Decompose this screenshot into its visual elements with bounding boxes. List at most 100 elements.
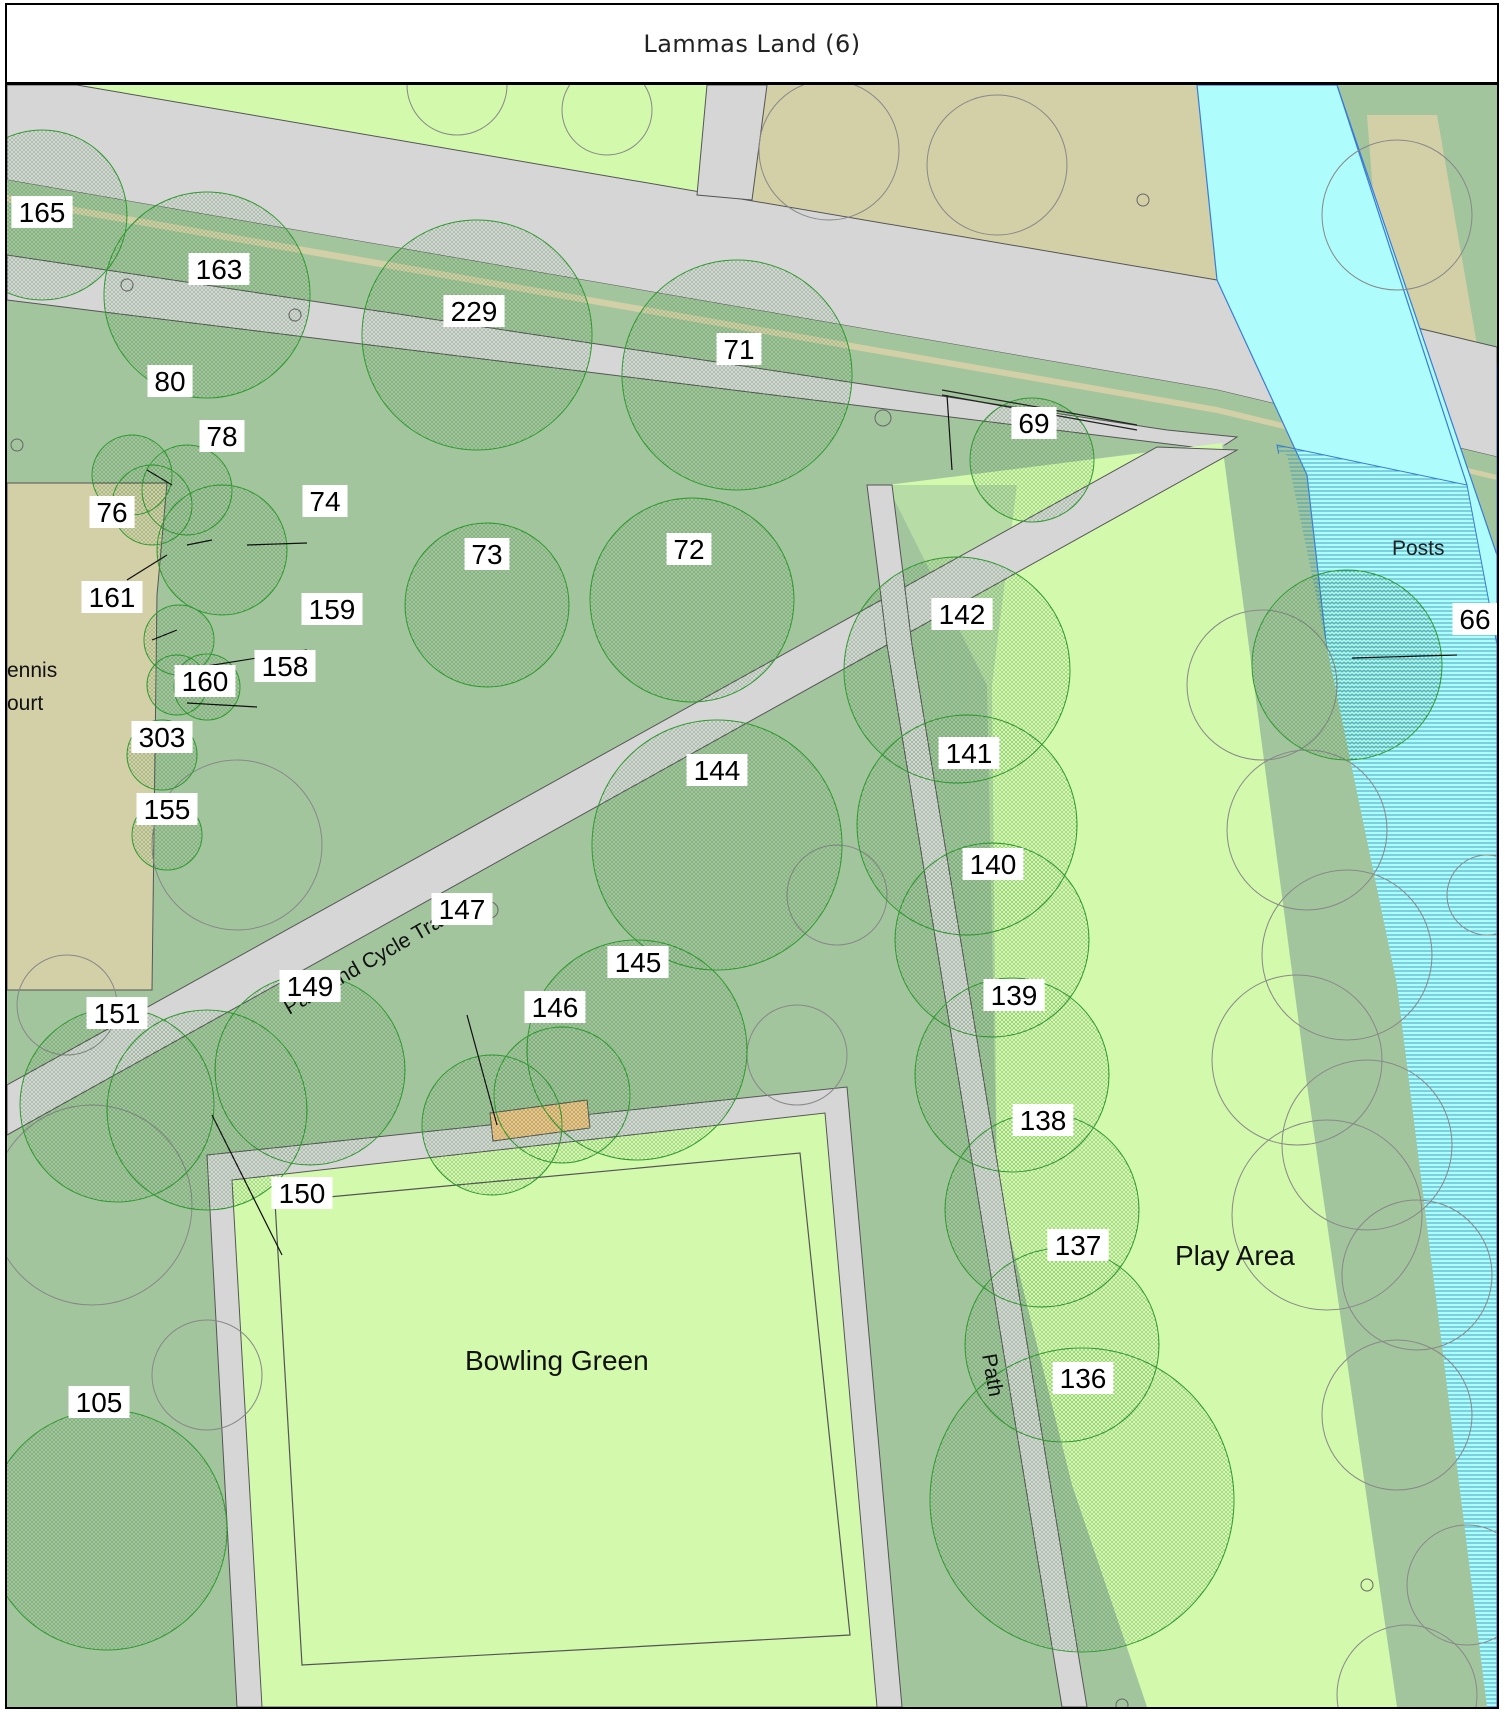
tree-number: 72 xyxy=(673,534,704,565)
tree-label-box xyxy=(68,1386,130,1418)
play-area-label: Play Area xyxy=(1175,1240,1295,1271)
tree-label-80: 80 xyxy=(147,365,193,397)
tree-label-box xyxy=(1047,1229,1109,1261)
verge-strip xyxy=(7,195,1497,480)
tree-label-160: 160 xyxy=(174,665,236,697)
tree-label-box xyxy=(136,793,198,825)
tree-label-box xyxy=(1052,1362,1114,1394)
tree-number: 141 xyxy=(946,738,993,769)
tree-number: 76 xyxy=(96,497,127,528)
tree-label-box xyxy=(931,598,993,630)
tree-label-box xyxy=(174,665,236,697)
other-trees xyxy=(7,85,1497,1707)
tree-label-136: 136 xyxy=(1052,1362,1114,1394)
tree-number: 69 xyxy=(1018,408,1049,439)
tree-label-137: 137 xyxy=(1047,1229,1109,1261)
tree-number: 74 xyxy=(309,486,340,517)
map-canvas: Path and Cycle Track Path Bowling Green … xyxy=(7,85,1497,1707)
tree-label-72: 72 xyxy=(666,533,712,565)
tree-number: 140 xyxy=(970,849,1017,880)
tree-number: 145 xyxy=(615,947,662,978)
tree-number: 136 xyxy=(1060,1363,1107,1394)
tree-label-147: 147 xyxy=(431,893,493,925)
court-label: ourt xyxy=(7,692,43,715)
tree-number: 144 xyxy=(694,755,741,786)
tree-label-box xyxy=(1452,603,1497,635)
tree-label-box xyxy=(666,533,712,565)
tree-label-71: 71 xyxy=(716,333,762,365)
tree-label-229: 229 xyxy=(443,295,505,327)
tree-label-box xyxy=(188,253,250,285)
tree-number: 105 xyxy=(76,1387,123,1418)
tree-label-151: 151 xyxy=(86,997,148,1029)
title-bar: Lammas Land (6) xyxy=(7,5,1497,85)
tree-label-box xyxy=(1012,1104,1074,1136)
tree-label-box xyxy=(1011,407,1057,439)
tree-label-158: 158 xyxy=(254,650,316,682)
tree-label-146: 146 xyxy=(524,991,586,1023)
map-title: Lammas Land (6) xyxy=(643,29,861,58)
tree-number: 137 xyxy=(1055,1230,1102,1261)
tree-label-box xyxy=(686,754,748,786)
tree-label-box xyxy=(464,538,510,570)
tree-label-box xyxy=(301,593,363,625)
tree-number: 142 xyxy=(939,599,986,630)
tree-label-box xyxy=(607,946,669,978)
tree-label-159: 159 xyxy=(301,593,363,625)
tree-label-161: 161 xyxy=(81,581,143,613)
tree-label-139: 139 xyxy=(983,979,1045,1011)
road-spur-north xyxy=(696,85,768,201)
tree-number: 151 xyxy=(94,998,141,1029)
tree-label-box xyxy=(524,991,586,1023)
tree-label-78: 78 xyxy=(199,420,245,452)
tree-number: 159 xyxy=(309,594,356,625)
tree-number: 149 xyxy=(287,971,334,1002)
tree-label-box xyxy=(131,721,193,753)
tennis-label: ennis xyxy=(7,659,57,682)
tree-label-150: 150 xyxy=(271,1177,333,1209)
tree-label-66: 66 xyxy=(1452,603,1497,635)
tree-label-149: 149 xyxy=(279,970,341,1002)
tree-number: 80 xyxy=(154,366,185,397)
tree-label-box xyxy=(89,496,135,528)
tree-label-69: 69 xyxy=(1011,407,1057,439)
tree-number: 303 xyxy=(139,722,186,753)
tree-label-box xyxy=(199,420,245,452)
tree-number: 138 xyxy=(1020,1105,1067,1136)
riverside-grass xyxy=(1222,445,1487,1707)
tree-number: 161 xyxy=(89,582,136,613)
tree-label-76: 76 xyxy=(89,496,135,528)
bowling-green-label: Bowling Green xyxy=(465,1345,649,1376)
tree-label-138: 138 xyxy=(1012,1104,1074,1136)
tree-label-140: 140 xyxy=(962,848,1024,880)
tree-number: 147 xyxy=(439,894,486,925)
tree-number: 155 xyxy=(144,794,191,825)
tree-label-303: 303 xyxy=(131,721,193,753)
tree-label-box xyxy=(81,581,143,613)
tree-label-box xyxy=(11,196,73,228)
tree-label-box xyxy=(431,893,493,925)
tree-number: 73 xyxy=(471,539,502,570)
tree-label-145: 145 xyxy=(607,946,669,978)
tree-number: 165 xyxy=(19,197,66,228)
tree-label-105: 105 xyxy=(68,1386,130,1418)
tree-label-155: 155 xyxy=(136,793,198,825)
tree-number: 146 xyxy=(532,992,579,1023)
tree-number: 139 xyxy=(991,980,1038,1011)
tree-label-box xyxy=(938,737,1000,769)
tree-number: 71 xyxy=(723,334,754,365)
tree-number: 78 xyxy=(206,421,237,452)
tree-label-142: 142 xyxy=(931,598,993,630)
verge-north xyxy=(747,85,1217,280)
tree-label-box xyxy=(962,848,1024,880)
tree-label-box xyxy=(983,979,1045,1011)
tree-number: 163 xyxy=(196,254,243,285)
posts-label: Posts xyxy=(1392,537,1445,560)
tree-label-box xyxy=(279,970,341,1002)
tree-label-box xyxy=(443,295,505,327)
tree-number: 158 xyxy=(262,651,309,682)
tree-label-box xyxy=(271,1177,333,1209)
bowling-green xyxy=(274,1152,851,1666)
tree-label-74: 74 xyxy=(302,485,348,517)
